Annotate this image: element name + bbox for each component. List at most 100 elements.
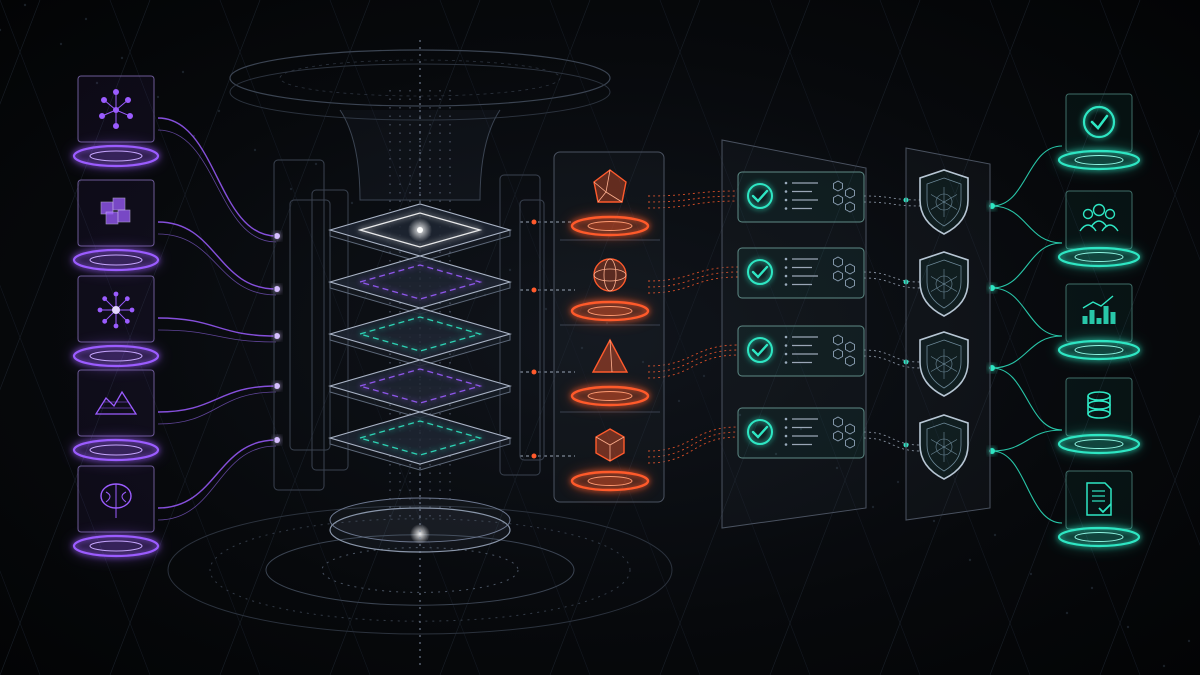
document-check xyxy=(1098,503,1112,514)
bg-dot xyxy=(799,427,803,431)
source-platform-inner xyxy=(89,150,143,162)
source-connector xyxy=(157,317,277,337)
shield-web-ring xyxy=(935,355,953,373)
person-head xyxy=(1104,208,1116,220)
funnel xyxy=(339,109,501,201)
hex-node xyxy=(833,430,843,442)
chart-bar xyxy=(1096,318,1102,324)
model-connector xyxy=(647,200,739,209)
shield-web xyxy=(930,356,945,365)
output-module xyxy=(1057,283,1141,361)
check-connector xyxy=(863,195,921,201)
checkmark-circle xyxy=(747,337,773,363)
bg-dot xyxy=(120,56,124,60)
list-bullet xyxy=(784,190,788,193)
person-body xyxy=(1090,220,1108,228)
core-spark xyxy=(417,227,423,233)
validation-panel xyxy=(721,139,867,529)
person-head xyxy=(1092,203,1106,217)
bg-dot xyxy=(217,109,221,113)
output-platform-inner xyxy=(1074,532,1124,542)
model-module xyxy=(570,169,650,237)
entry-node xyxy=(274,437,280,443)
list-bullet xyxy=(784,434,788,438)
shield-web xyxy=(930,363,945,372)
output-glow xyxy=(1057,433,1141,455)
output-glow xyxy=(1057,339,1141,361)
source-connector xyxy=(157,391,277,425)
person-head xyxy=(1082,208,1094,220)
terrain-lines xyxy=(100,401,132,409)
model-connector xyxy=(647,344,739,367)
output-platform-ring xyxy=(1057,339,1141,361)
checklist-card xyxy=(737,325,865,377)
checkmark-circle xyxy=(747,183,773,209)
output-check-ring xyxy=(1082,105,1116,139)
sphere-icon xyxy=(593,258,627,292)
checkmark-circle xyxy=(747,259,773,285)
hex-node xyxy=(845,277,855,289)
shield-module xyxy=(919,251,969,317)
layer-plate xyxy=(328,307,512,361)
hex-node xyxy=(845,187,855,199)
list-bullet xyxy=(784,274,788,278)
graph-node xyxy=(124,318,130,324)
core-layer xyxy=(328,307,512,367)
output-card xyxy=(1065,470,1133,530)
list-bullet xyxy=(784,257,788,261)
bg-dot xyxy=(1162,664,1166,668)
cubes-icon xyxy=(100,197,131,225)
pyramid-icon xyxy=(591,338,629,373)
source-connector xyxy=(157,329,277,343)
layer-plate xyxy=(328,255,512,309)
model-glow xyxy=(570,215,650,237)
output-connector xyxy=(991,145,1063,207)
model-connector xyxy=(647,431,739,458)
source-platform-ring xyxy=(72,438,160,462)
bar-chart-icon xyxy=(1082,295,1116,324)
model-connector xyxy=(647,195,739,203)
bg-dot xyxy=(84,17,88,21)
source-platform-ring xyxy=(72,248,160,272)
bg-dot xyxy=(447,254,451,258)
output-module xyxy=(1057,190,1141,268)
model-module xyxy=(570,258,650,322)
document-check-icon xyxy=(1086,482,1112,516)
model-platform-ring xyxy=(570,470,650,492)
model-platform-inner xyxy=(587,306,633,316)
output-connector xyxy=(991,450,1063,524)
hex-node xyxy=(833,348,843,360)
output-platform-ring xyxy=(1057,149,1141,171)
shield-web-ring xyxy=(935,193,953,211)
list-bullet xyxy=(784,417,788,421)
output-glow xyxy=(1057,246,1141,268)
model-platform-ring xyxy=(570,385,650,407)
list-bullet xyxy=(784,352,788,356)
graph-node xyxy=(113,291,119,297)
grid-line xyxy=(0,284,151,675)
bg-dot xyxy=(641,360,645,364)
graph-node xyxy=(102,296,108,302)
source-glow xyxy=(72,248,160,272)
layer-circuit xyxy=(357,368,483,404)
brain-folds xyxy=(105,484,127,518)
link-node xyxy=(531,219,537,225)
list-bullet xyxy=(784,443,788,446)
check-connector xyxy=(863,355,921,369)
core-layer xyxy=(328,411,512,471)
base-glow xyxy=(410,524,430,544)
bg-dot xyxy=(702,374,706,378)
document-outline xyxy=(1086,482,1112,516)
output-connector xyxy=(991,367,1063,431)
bg-dot xyxy=(580,346,584,350)
graph-node xyxy=(102,318,108,324)
bg-dot xyxy=(95,81,99,85)
source-connector xyxy=(157,117,277,237)
output-glow xyxy=(1057,149,1141,171)
shield-web xyxy=(930,194,945,203)
bg-dot xyxy=(314,162,318,166)
bg-dot xyxy=(1090,586,1094,590)
shield-module xyxy=(919,331,969,397)
terrain-mesh xyxy=(94,390,138,415)
